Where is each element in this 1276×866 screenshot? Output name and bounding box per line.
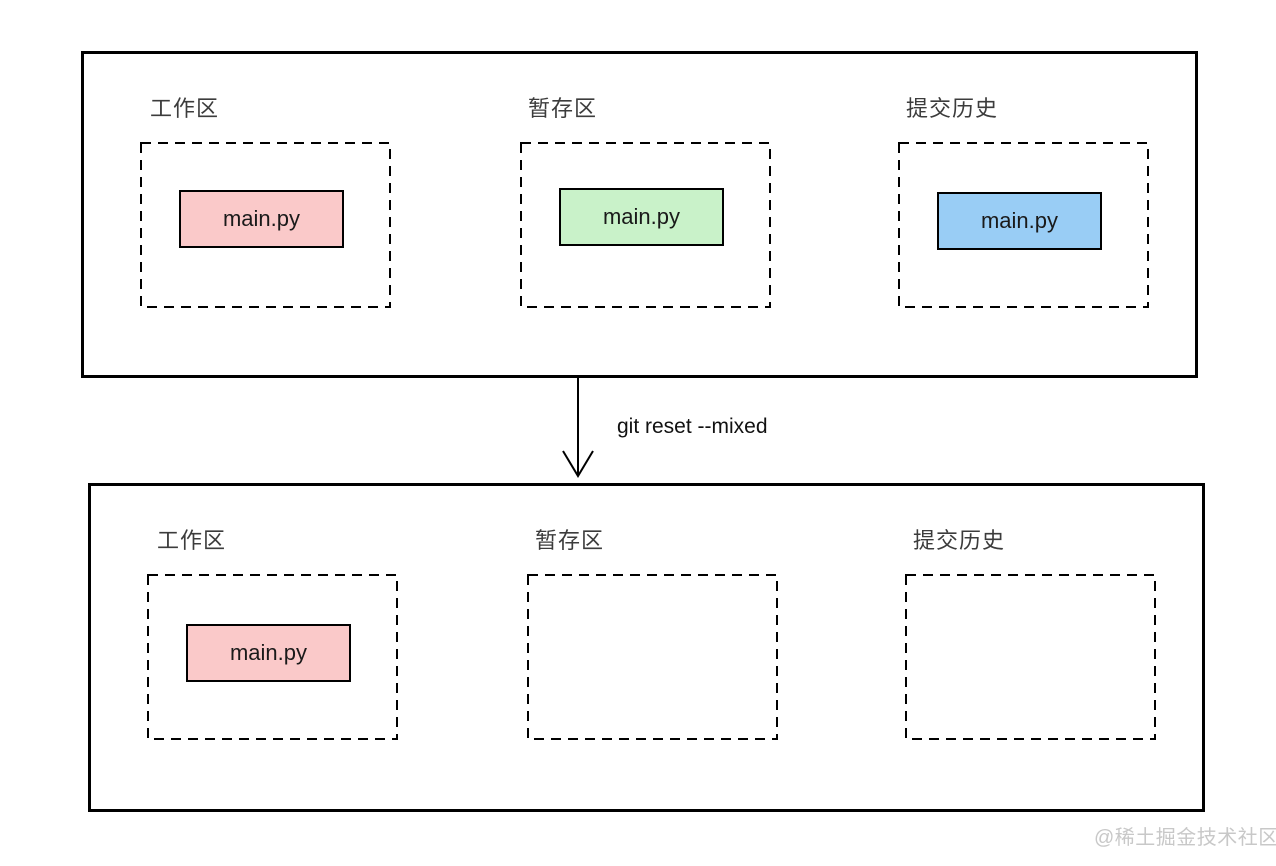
panel-before-reset: 工作区 main.py 暂存区 main.py 提交历史 main.py xyxy=(81,51,1198,378)
dashed-rect xyxy=(527,574,778,740)
dashed-rect xyxy=(905,574,1156,740)
dashed-rect xyxy=(898,142,1149,308)
area-label-staging-top: 暂存区 xyxy=(528,96,598,121)
file-main-py-staging-top: main.py xyxy=(559,188,724,246)
area-label-working-top: 工作区 xyxy=(150,96,220,121)
working-area-box-bottom: main.py xyxy=(147,574,398,740)
area-label-staging-bottom: 暂存区 xyxy=(535,528,605,553)
area-label-history-bottom: 提交历史 xyxy=(913,528,1006,553)
working-area-box-top: main.py xyxy=(140,142,391,308)
area-label-history-top: 提交历史 xyxy=(906,96,999,121)
dashed-rect xyxy=(147,574,398,740)
dashed-rect xyxy=(520,142,771,308)
down-arrow-icon xyxy=(562,378,594,478)
area-label-working-bottom: 工作区 xyxy=(157,528,227,553)
dashed-rect xyxy=(140,142,391,308)
staging-area-box-bottom-empty xyxy=(527,574,778,740)
watermark: @稀土掘金技术社区 xyxy=(1094,827,1276,849)
history-area-box-bottom-empty xyxy=(905,574,1156,740)
panel-after-reset: 工作区 main.py 暂存区 提交历史 xyxy=(88,483,1205,812)
history-area-box-top: main.py xyxy=(898,142,1149,308)
staging-area-box-top: main.py xyxy=(520,142,771,308)
file-main-py-history-top: main.py xyxy=(937,192,1102,250)
arrow-command-label: git reset --mixed xyxy=(617,415,768,438)
file-main-py-working-top: main.py xyxy=(179,190,344,248)
file-main-py-working-bottom: main.py xyxy=(186,624,351,682)
